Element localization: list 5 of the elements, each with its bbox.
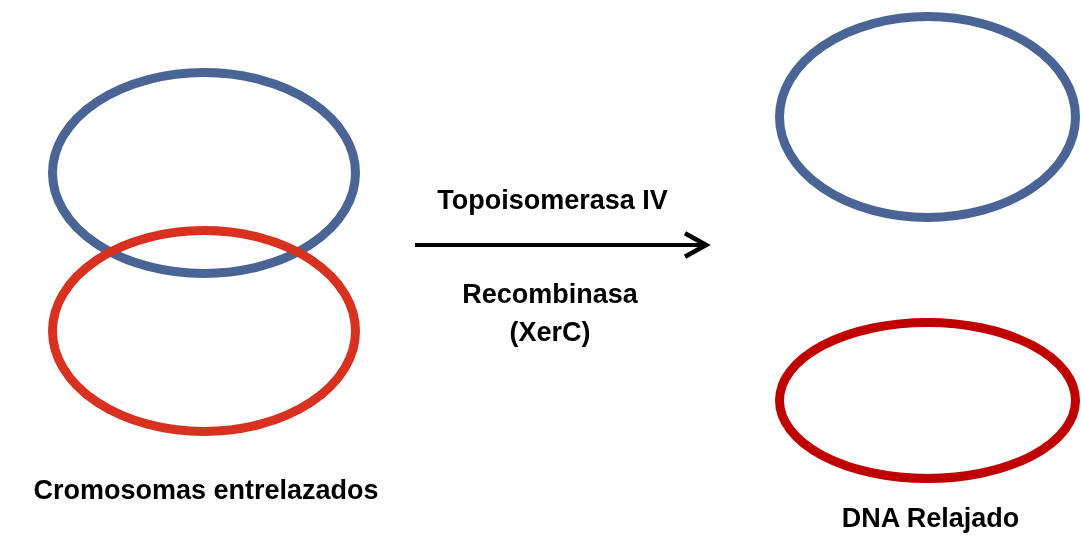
- node-label: DNA Relajado: [840, 503, 1021, 534]
- arrow: [415, 231, 709, 259]
- node-label: Cromosomas entrelazados: [32, 475, 380, 506]
- edge-label: Topoisomerasa IV: [436, 185, 669, 216]
- enzyme-label: Recombinasa (XerC): [461, 278, 639, 349]
